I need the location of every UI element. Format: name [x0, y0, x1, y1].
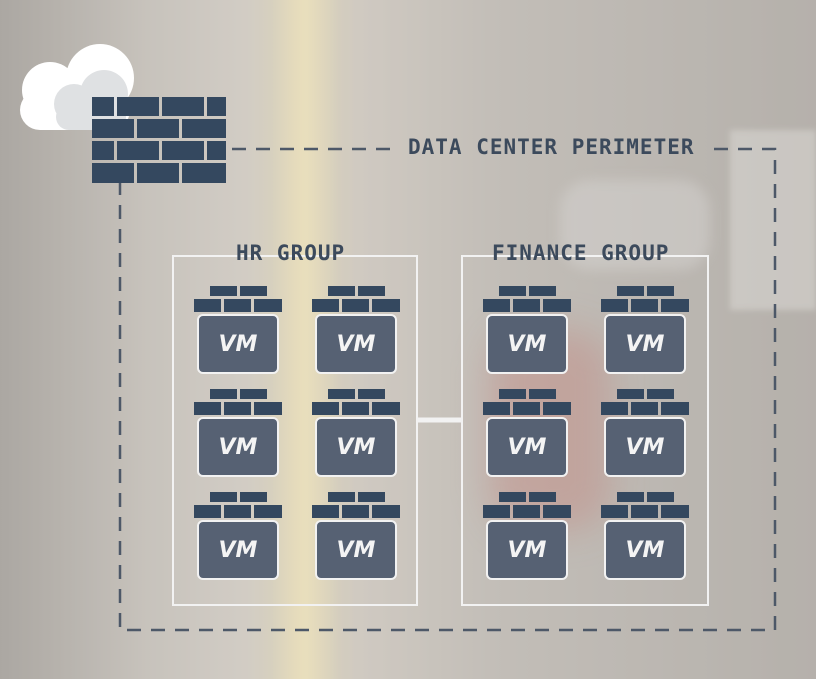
hr-group-label: HR GROUP — [236, 241, 346, 265]
vm-label: VM — [507, 537, 547, 563]
vm-label: VM — [336, 537, 376, 563]
mini-firewall-icon — [483, 389, 571, 415]
hr-vm-unit: VM — [312, 492, 400, 584]
mini-firewall-icon — [483, 492, 571, 518]
firewall-brick-icon — [92, 97, 226, 183]
finance-vm-unit: VM — [483, 389, 571, 481]
vm-box: VM — [604, 520, 686, 580]
mini-firewall-icon — [194, 389, 282, 415]
finance-group-box — [461, 255, 709, 606]
vm-label: VM — [625, 537, 665, 563]
vm-box: VM — [197, 417, 279, 477]
finance-vm-unit: VM — [601, 286, 689, 378]
mini-firewall-icon — [312, 389, 400, 415]
finance-vm-unit: VM — [483, 286, 571, 378]
hr-group-box — [172, 255, 418, 606]
vm-box: VM — [197, 314, 279, 374]
mini-firewall-icon — [601, 389, 689, 415]
vm-label: VM — [625, 331, 665, 357]
hr-vm-unit: VM — [312, 389, 400, 481]
vm-label: VM — [218, 537, 258, 563]
hr-vm-unit: VM — [194, 492, 282, 584]
vm-label: VM — [336, 331, 376, 357]
vm-box: VM — [315, 520, 397, 580]
mini-firewall-icon — [194, 492, 282, 518]
vm-box: VM — [197, 520, 279, 580]
mini-firewall-icon — [601, 492, 689, 518]
vm-box: VM — [486, 417, 568, 477]
finance-vm-unit: VM — [483, 492, 571, 584]
mini-firewall-icon — [483, 286, 571, 312]
finance-vm-unit: VM — [601, 492, 689, 584]
mini-firewall-icon — [601, 286, 689, 312]
finance-group-label: FINANCE GROUP — [492, 241, 670, 265]
vm-label: VM — [507, 434, 547, 460]
vm-label: VM — [336, 434, 376, 460]
vm-box: VM — [604, 314, 686, 374]
mini-firewall-icon — [194, 286, 282, 312]
vm-box: VM — [315, 314, 397, 374]
vm-box: VM — [604, 417, 686, 477]
vm-label: VM — [625, 434, 665, 460]
vm-box: VM — [315, 417, 397, 477]
vm-box: VM — [486, 314, 568, 374]
hr-vm-unit: VM — [312, 286, 400, 378]
finance-vm-unit: VM — [601, 389, 689, 481]
vm-label: VM — [218, 434, 258, 460]
perimeter-label: DATA CENTER PERIMETER — [408, 135, 695, 159]
vm-label: VM — [507, 331, 547, 357]
vm-label: VM — [218, 331, 258, 357]
mini-firewall-icon — [312, 492, 400, 518]
mini-firewall-icon — [312, 286, 400, 312]
vm-box: VM — [486, 520, 568, 580]
hr-vm-unit: VM — [194, 286, 282, 378]
hr-vm-unit: VM — [194, 389, 282, 481]
